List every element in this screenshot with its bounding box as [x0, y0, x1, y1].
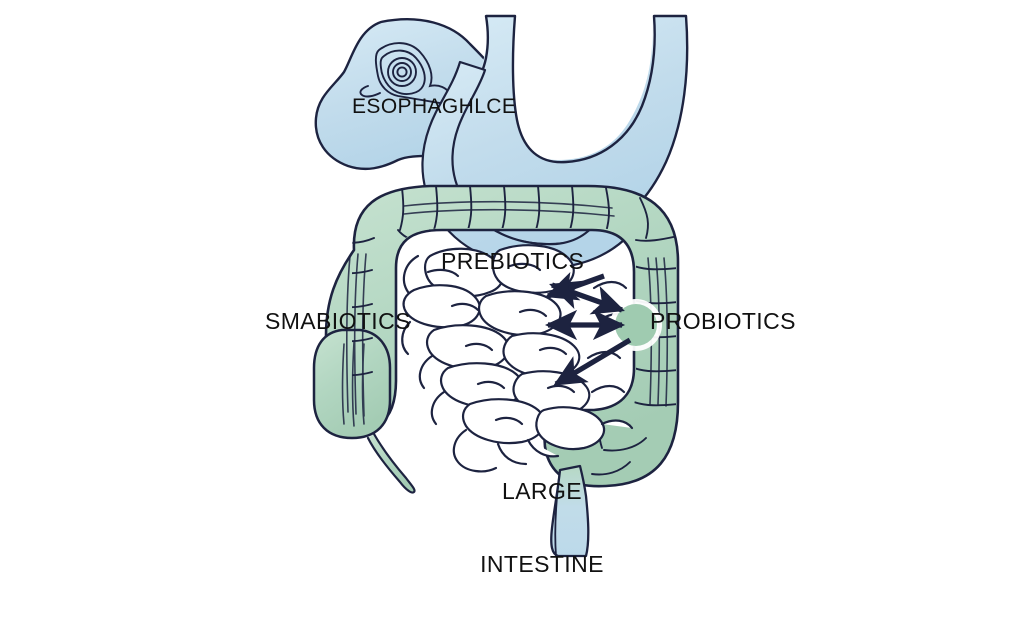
relationship-arrows	[544, 272, 632, 387]
label-probiotics: PROBIOTICS	[650, 308, 796, 334]
label-large-intestine-line2: INTESTINE	[480, 550, 604, 577]
anatomy-illustration	[312, 14, 689, 558]
label-esophagus: ESOPHAGHLCE	[352, 95, 517, 118]
rectum	[550, 464, 590, 558]
small-intestine	[401, 244, 634, 473]
label-prebiotics: PREBIOTICS	[441, 248, 585, 274]
label-large-intestine: LARGE INTESTINE	[462, 431, 622, 624]
label-smabiotics: SMABIOTICS	[265, 308, 411, 334]
arrow-probiotics-to-lower-gut	[553, 337, 632, 387]
digestive-system-diagram: ESOPHAGHLCE PREBIOTICS SMABIOTICS PROBIO…	[265, 14, 796, 576]
appendix	[366, 432, 416, 494]
arrow-prebiotics-diagonal-upper	[545, 272, 605, 301]
label-large-intestine-line1: LARGE	[502, 478, 582, 505]
